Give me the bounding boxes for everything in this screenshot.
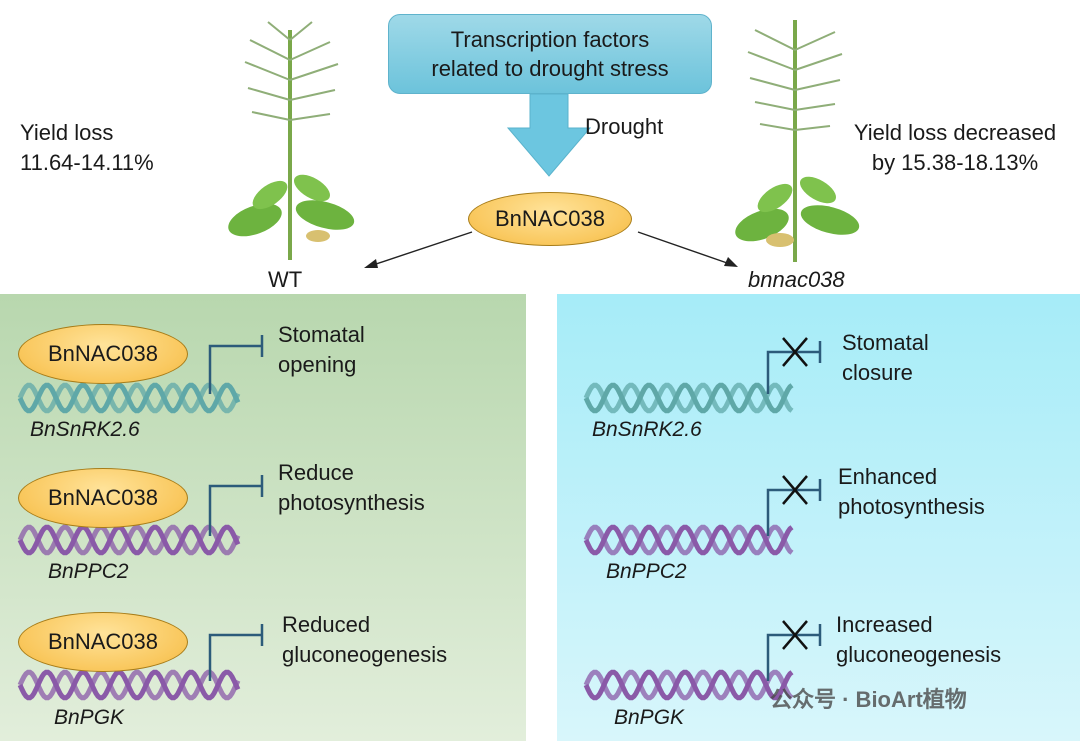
gene-label-right-1: BnSnRK2.6 — [592, 418, 702, 441]
wt-yield-line2: 11.64-14.11% — [20, 150, 154, 175]
effect-left-2-line1: Reduce — [278, 460, 354, 485]
right-1-x-mark-icon-b — [782, 337, 808, 367]
wt-label: WT — [268, 267, 303, 292]
wt-plant-icon — [228, 21, 355, 260]
dna-left-2-strand-b — [17, 524, 241, 556]
tf-box-line2: related to drought stress — [431, 56, 669, 81]
dna-right-2-strand-b — [583, 524, 794, 556]
center-protein-oval: BnNAC038 — [468, 192, 632, 246]
watermark: 公众号 · BioArt植物 — [770, 687, 967, 712]
mutant-plant-icon — [735, 20, 860, 262]
effect-left-1-line1: Stomatal — [278, 322, 365, 347]
gene-label-left-3: BnPGK — [54, 706, 125, 729]
tf-box-line1: Transcription factors — [450, 27, 650, 52]
mutant-yield-line2: by 15.38-18.13% — [871, 150, 1039, 175]
dna-right-3-strand-a — [583, 669, 794, 701]
dna-right-2-strand-a — [583, 524, 794, 556]
dna-right-1-strand-b — [583, 382, 794, 414]
effect-right-3-line1: Increased — [836, 612, 933, 637]
protein-oval-2: BnNAC038 — [18, 468, 188, 528]
inhibit-left-1-promoter-line — [208, 344, 262, 394]
effect-left-3-line2: gluconeogenesis — [282, 642, 448, 667]
dna-left-1-strand-b — [17, 382, 241, 414]
effect-left-1-line2: opening — [278, 352, 357, 377]
dna-left-3-strand-b — [17, 669, 241, 701]
right-2-x-mark-icon-b — [782, 475, 808, 505]
arrow-to-mutant — [637, 231, 731, 265]
gene-label-left-2: BnPPC2 — [48, 560, 129, 583]
right-3-x-mark-icon-b — [782, 620, 808, 650]
effect-left-2-line2: photosynthesis — [278, 490, 425, 515]
mutant-mechanism-panel — [557, 294, 1080, 741]
effect-right-2-line1: Enhanced — [838, 464, 938, 489]
inhibit-right-2-promoter-line — [766, 488, 820, 536]
wt-yield-line1: Yield loss — [20, 120, 114, 145]
dna-right-1-strand-a — [583, 382, 794, 414]
drought-label: Drought — [585, 114, 664, 139]
top-arrows — [228, 20, 860, 268]
mutant-label: bnnac038 — [748, 267, 845, 292]
inhibit-right-1-promoter-line — [766, 350, 820, 394]
gene-label-left-1: BnSnRK2.6 — [30, 418, 140, 441]
effect-right-2-line2: photosynthesis — [838, 494, 985, 519]
inhibit-left-2-promoter-line — [208, 484, 262, 536]
gene-label-right-2: BnPPC2 — [606, 560, 687, 583]
effect-right-3-line2: gluconeogenesis — [836, 642, 1002, 667]
inhibit-left-3-promoter-line — [208, 633, 262, 681]
inhibit-right-3-promoter-line — [766, 633, 820, 681]
transcription-factors-box: Transcription factors related to drought… — [388, 14, 712, 94]
effect-right-1-line1: Stomatal — [842, 330, 929, 355]
mutant-yield-line1: Yield loss decreased — [853, 120, 1057, 145]
gene-label-right-3: BnPGK — [614, 706, 685, 729]
protein-oval-1: BnNAC038 — [18, 324, 188, 384]
effect-left-3-line1: Reduced — [282, 612, 371, 637]
dna-right-3-strand-b — [583, 669, 794, 701]
drought-arrow — [506, 93, 592, 177]
arrow-to-wt — [369, 231, 473, 267]
effect-right-1-line2: closure — [842, 360, 913, 385]
protein-oval-3: BnNAC038 — [18, 612, 188, 672]
